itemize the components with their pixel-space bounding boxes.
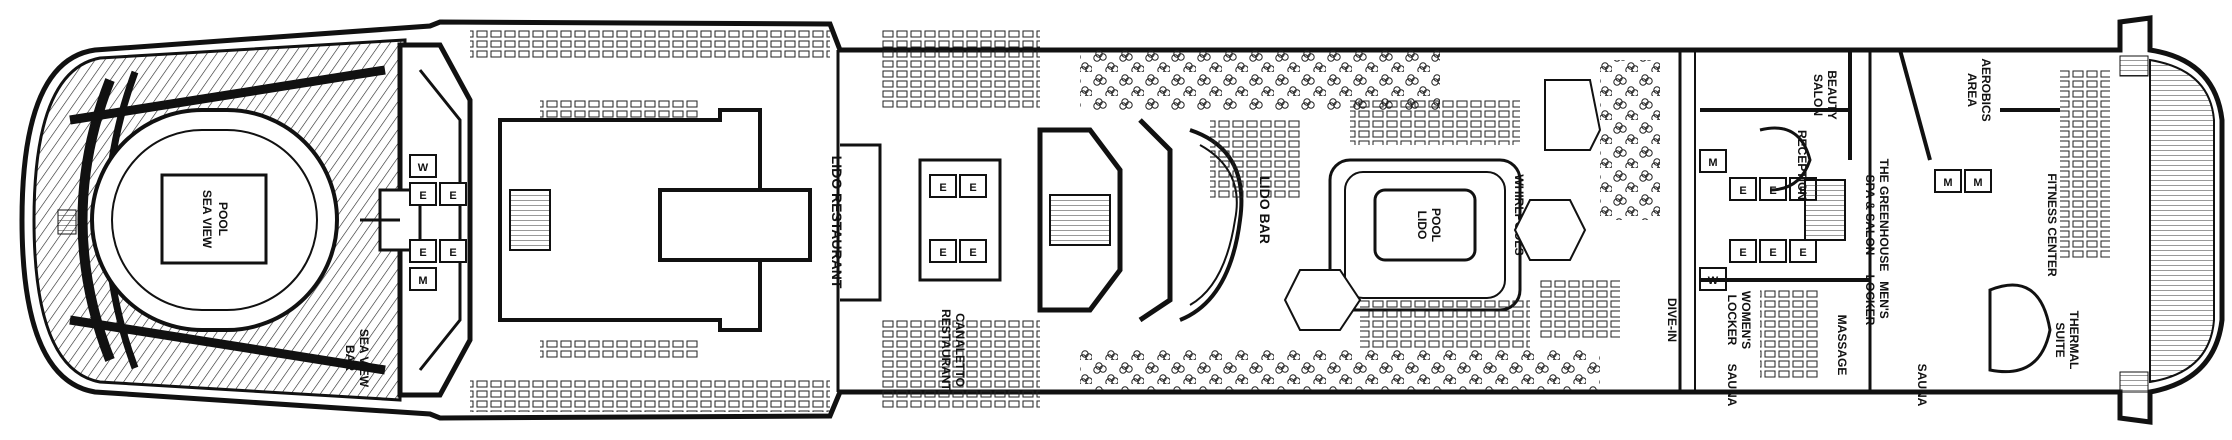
restroom-men-spa: M [1943,177,1952,189]
canaletto-label-1: CANALETTO [953,313,967,387]
restroom-men-fwd: M [1708,157,1717,169]
lido-pool [1373,188,1477,262]
dive-in-label: DIVE-IN [1665,298,1679,342]
bow-deck [2149,58,2215,384]
sea-view-bar-label-1: SEA VIEW [357,329,371,388]
lido-restaurant-label: LIDO RESTAURANT [829,156,845,289]
sauna-label-1: SAUNA [1725,364,1739,407]
sauna-label-2: SAUNA [1915,364,1929,407]
elevator-fwd-6: E [1799,247,1806,259]
beauty-salon-label-2: SALON [1811,74,1825,116]
elevator-aft-3: E [419,247,426,259]
sea-view-pool [160,173,268,265]
canaletto-label-2: RESTAURANT [939,309,953,391]
elevator-aft-2: E [449,190,456,202]
mens-locker-label-2: LOCKER [1863,275,1877,326]
lido-pool-label-1: LIDO [1415,211,1429,240]
beauty-salon-label-1: BEAUTY [1825,70,1839,119]
womens-locker-label-1: WOMEN'S [1739,291,1753,349]
elevator-fwd-5: E [1769,247,1776,259]
fitness-center-label: FITNESS CENTER [2045,173,2059,277]
thermal-suite-label-2: SUITE [2053,322,2067,357]
elevator-aft-1: E [419,190,426,202]
restroom-women-aft: W [418,162,429,174]
canaletto-area: E E E E CANALETTO RESTAURANT [880,30,1040,410]
elevator-mid-3: E [939,247,946,259]
elevator-mid-2: E [969,182,976,194]
elevator-mid-4: E [969,247,976,259]
greenhouse-label-1: THE GREENHOUSE [1877,159,1891,272]
massage-label: MASSAGE [1835,315,1849,376]
thermal-suite-label-1: THERMAL [2067,311,2081,370]
spa-area: BEAUTY SALON RECEPTION THE GREENHOUSE SP… [1700,49,2149,407]
forward-core: DIVE-IN M E E E E E E W [1665,50,1817,392]
restroom-men-spa-2: M [1973,177,1982,189]
lido-bar-area: LIDO BAR [1037,50,1600,390]
elevator-fwd-3: E [1799,185,1806,197]
elevator-fwd-4: E [1739,247,1746,259]
lido-bar-label: LIDO BAR [1257,176,1273,244]
sea-view-pool-label-1: SEA VIEW [200,190,214,249]
elevator-mid-1: E [939,182,946,194]
aft-stair-core: W E E E E M SEA VIEW BAR [343,42,473,398]
greenhouse-label-2: SPA & SALON [1863,175,1877,256]
sea-view-pool-label-2: POOL [216,202,230,236]
restroom-men-aft: M [418,275,427,287]
elevator-aft-4: E [449,247,456,259]
womens-locker-label-2: LOCKER [1725,295,1739,346]
aerobics-label-1: AEROBICS [1979,58,1993,121]
lido-pool-label-2: POOL [1429,208,1443,242]
mens-locker-label-1: MEN'S [1877,281,1891,319]
lido-restaurant-area: LIDO RESTAURANT [470,30,882,412]
elevator-fwd-1: E [1739,185,1746,197]
sea-view-bar-label-2: BAR [343,345,357,371]
aerobics-label-2: AREA [1965,73,1979,107]
aft-deck: SEA VIEW POOL [32,38,407,402]
lido-pool-area: LIDO POOL WHIRLPOOLS [1283,60,1660,350]
